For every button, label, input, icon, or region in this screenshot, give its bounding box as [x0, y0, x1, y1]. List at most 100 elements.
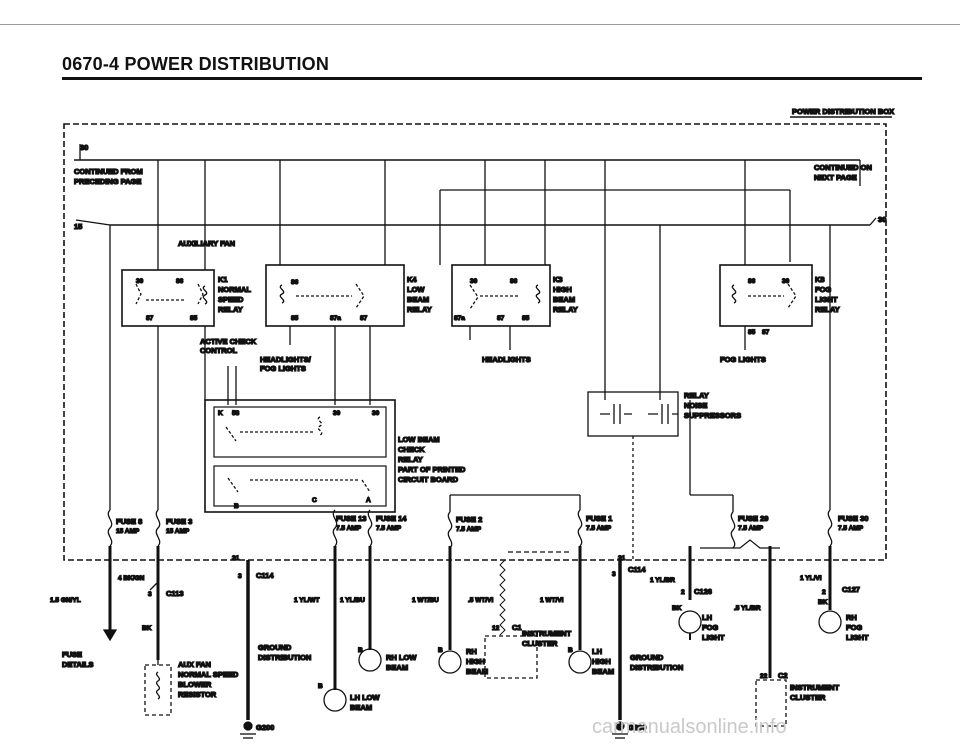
rh-low-line-2: BEAM	[386, 663, 408, 672]
aux-resistor-line-2: NORMAL SPEED	[178, 670, 239, 679]
fuse-13-amp: 7.5 AMP	[336, 525, 362, 532]
lh-low-line-1: LH LOW	[350, 693, 380, 702]
k3-line-3: BEAM	[553, 295, 575, 304]
wire-10: BK	[672, 605, 682, 612]
pin-b-rh-high: B	[438, 647, 443, 654]
fuse-8-name: FUSE 8	[116, 517, 142, 526]
rh-fog-line-3: LIGHT	[846, 633, 869, 642]
k4-line-2: LOW	[407, 285, 425, 294]
lh-low-line-2: BEAM	[350, 703, 372, 712]
instrument-cluster2-line-1: INSTRUMENT	[790, 683, 840, 692]
headlights-fog-sub-label: FOG LIGHTS	[260, 364, 306, 373]
k3-pin-86: 86	[510, 278, 518, 285]
rh-low-line-1: RH LOW	[386, 653, 417, 662]
check-pin-k: K	[218, 410, 223, 417]
low-beam-check-relay	[204, 399, 396, 513]
k1-line-4: RELAY	[218, 305, 243, 314]
instrument-cluster-line-2: CLUSTER	[522, 639, 558, 648]
k8-pin-86: 86	[748, 278, 756, 285]
wire-7: .5 WT/VI	[468, 597, 493, 604]
headlights-label: HEADLIGHTS	[482, 355, 531, 364]
relay-noise-line-2: NOISE	[684, 401, 707, 410]
aux-fan-label: AUXILIARY FAN	[178, 239, 235, 248]
ground-dist-right-1: GROUND	[630, 653, 664, 662]
pin-b-lh-low: B	[318, 683, 323, 690]
k3-pin-85: 85	[522, 315, 530, 322]
k4-pin-86: 86	[291, 279, 299, 286]
k4-line-4: RELAY	[407, 305, 432, 314]
t31-left: 31	[232, 555, 240, 562]
c114-left-pin: 3	[238, 573, 242, 580]
k1-line-1: K1	[218, 275, 228, 284]
c114-left: C114	[256, 571, 274, 580]
continued-from-label: CONTINUED FROM	[74, 167, 143, 176]
c126-pin: 2	[681, 589, 685, 596]
c127: C127	[842, 585, 860, 594]
c127-pin: 2	[822, 589, 826, 596]
instrument-cluster-line-1: INSTRUMENT	[522, 629, 572, 638]
feed-wires	[109, 160, 831, 510]
fuse-details-line-2: DETAILS	[62, 660, 94, 669]
ground-dist-left-1: GROUND	[258, 643, 292, 652]
aux-resistor-line-3: BLOWER	[178, 680, 212, 689]
rh-fog-line-2: FOG	[846, 623, 862, 632]
rh-high-line-2: HIGH	[466, 657, 485, 666]
check-line-5: CIRCUIT BOARD	[398, 475, 459, 484]
c113-pin: 3	[148, 591, 152, 598]
k1-line-3: SPEED	[218, 295, 244, 304]
fuse-14-amp: 7.5 AMP	[376, 525, 402, 532]
lh-high-line-1: LH	[592, 647, 602, 656]
bus-15-label: 15	[74, 222, 82, 231]
g200-right: G200	[628, 723, 646, 732]
fuse-symbols	[107, 400, 833, 549]
c2-pin: 22	[760, 673, 768, 680]
k1-pin-85: 85	[190, 315, 198, 322]
active-check-label: ACTIVE CHECK	[200, 337, 257, 346]
bus-lines	[74, 144, 877, 226]
pin-b-lh-high: B	[568, 647, 573, 654]
t31-right: 31	[618, 555, 626, 562]
fuse-3-name: FUSE 3	[166, 517, 192, 526]
continued-on-label: CONTINUED ON	[814, 163, 872, 172]
c126: C126	[694, 587, 712, 596]
fuse-29-name: FUSE 29	[738, 514, 768, 523]
k3-pin-30: 30	[470, 278, 478, 285]
fuse-8-amp: 15 AMP	[116, 528, 140, 535]
k8-line-1: K8	[815, 275, 825, 284]
check-pin-c: C	[312, 497, 317, 504]
g200-left: G200	[256, 723, 274, 732]
fuse-14-name: FUSE 14	[376, 514, 407, 523]
relay-noise-line-1: RELAY	[684, 391, 709, 400]
fog-lights-label: FOG LIGHTS	[720, 355, 766, 364]
lh-high-line-3: BEAM	[592, 667, 614, 676]
lower-wiring	[102, 539, 842, 739]
c114-right-pin: 3	[612, 571, 616, 578]
k1-pin-87: 87	[146, 315, 154, 322]
c1-pin: 12	[492, 625, 500, 632]
wire-1: 1.5 GN/YL	[50, 597, 81, 604]
rh-high-line-3: BEAM	[466, 667, 488, 676]
power-distribution-box	[63, 116, 892, 561]
k3-pin-87a: 87a	[454, 315, 465, 322]
relay-output-wires	[157, 326, 746, 510]
rh-high-line-1: RH	[466, 647, 477, 656]
next-page-label: NEXT PAGE	[814, 173, 857, 182]
header-rule	[0, 24, 960, 25]
wire-12: 1 YL/VI	[800, 575, 822, 582]
bus-30-right-label: 30	[878, 215, 886, 224]
fuse-2-amp: 7.5 AMP	[456, 526, 482, 533]
noise-suppressors	[587, 391, 679, 560]
fuse-1-amp: 7.5 AMP	[586, 525, 612, 532]
fuse-13-name: FUSE 13	[336, 514, 366, 523]
lh-high-line-2: HIGH	[592, 657, 611, 666]
relay-k8	[719, 264, 813, 327]
title-rule	[62, 77, 922, 80]
fuse-1-name: FUSE 1	[586, 514, 612, 523]
check-pin-58: 58	[232, 410, 240, 417]
lh-fog-line-1: LH	[702, 613, 712, 622]
lh-fog-line-3: LIGHT	[702, 633, 725, 642]
k1-pin-86: 86	[176, 278, 184, 285]
wire-4: 1 YL/WT	[294, 597, 320, 604]
k4-line-1: K4	[407, 275, 417, 284]
